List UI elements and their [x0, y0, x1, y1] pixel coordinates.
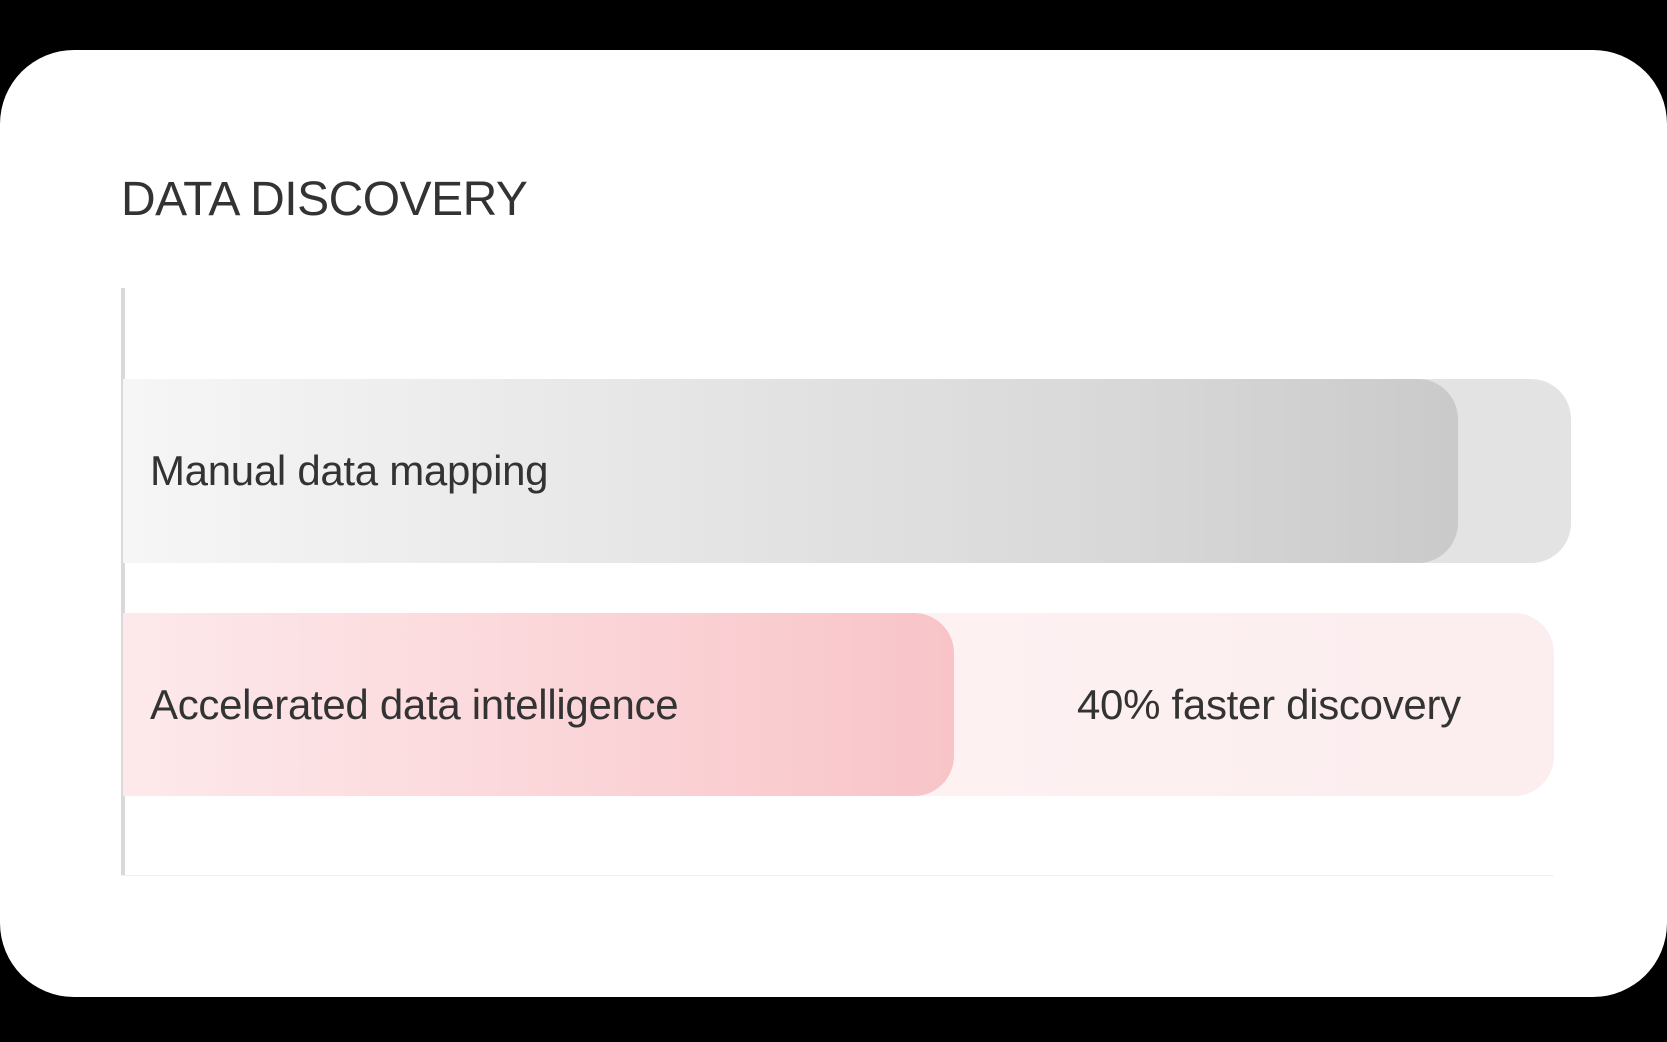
- bar-fill: [123, 613, 954, 796]
- bar-fill: [123, 379, 1458, 563]
- bar-label: Accelerated data intelligence: [150, 680, 679, 728]
- bar-manual-data-mapping: Manual data mapping: [123, 379, 1571, 563]
- x-axis-baseline: [121, 875, 1554, 876]
- y-axis-line: [121, 288, 125, 876]
- chart-title: DATA DISCOVERY: [121, 173, 528, 226]
- bar-accelerated-data-intelligence: Accelerated data intelligence 40% faster…: [123, 613, 1554, 796]
- bar-label: Manual data mapping: [150, 447, 549, 494]
- bar-value-annotation: 40% faster discovery: [1077, 680, 1461, 728]
